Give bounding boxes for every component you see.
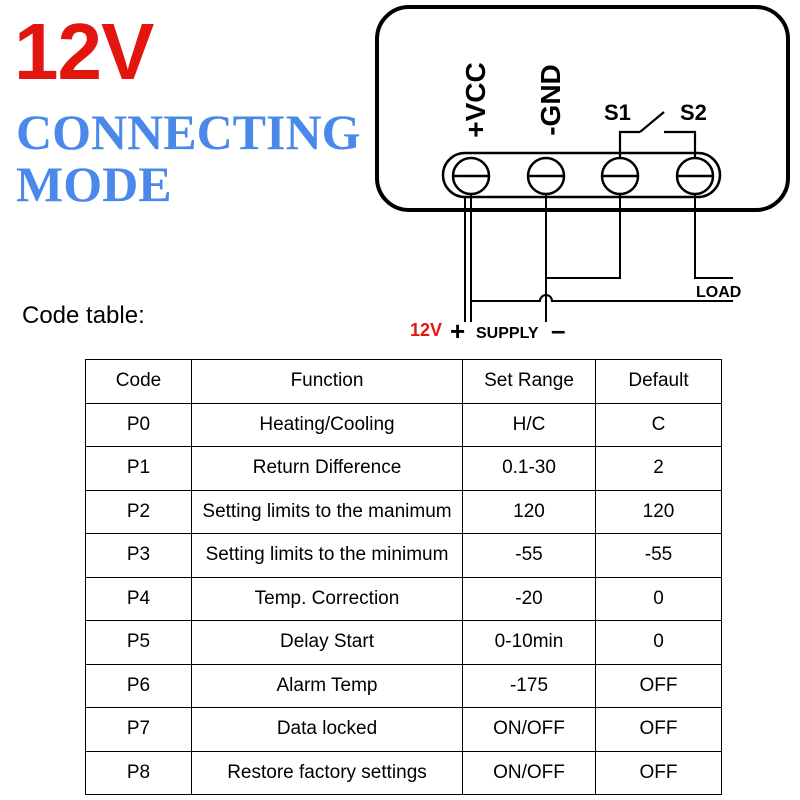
terminal-block (441, 151, 722, 199)
terminal-label-vcc: +VCC (460, 62, 491, 137)
terminal-screw-s1 (600, 156, 640, 196)
set-range-cell: H/C (462, 402, 596, 447)
load-label: LOAD (696, 284, 741, 301)
relay-switch-symbol (618, 111, 697, 158)
default-cell: 2 (595, 446, 722, 491)
code-cell: P6 (85, 663, 192, 708)
function-cell: Delay Start (191, 620, 463, 665)
set-range-cell: ON/OFF (462, 707, 596, 752)
set-range-cell: -175 (462, 663, 596, 708)
function-cell: Alarm Temp (191, 663, 463, 708)
set-range-cell: 0-10min (462, 620, 596, 665)
code-cell: P5 (85, 620, 192, 665)
default-cell: OFF (595, 707, 722, 752)
terminal-label-s1: S1 (604, 100, 631, 125)
wiring-diagram: +VCC -GND S1 S2 LOAD 12V + SUPPLY – (375, 5, 790, 346)
terminal-screw-gnd (526, 156, 566, 196)
default-cell: 0 (595, 620, 722, 665)
title-line-mode: MODE (16, 156, 172, 212)
voltage-title: 12V (14, 7, 154, 96)
set-range-cell: 120 (462, 489, 596, 534)
set-range-cell: 0.1-30 (462, 446, 596, 491)
default-cell: -55 (595, 533, 722, 578)
function-cell: Return Difference (191, 446, 463, 491)
function-cell: Restore factory settings (191, 750, 463, 795)
code-cell: P7 (85, 707, 192, 752)
supply-wires (464, 194, 733, 322)
code-cell: P8 (85, 750, 192, 795)
code-cell: P2 (85, 489, 192, 534)
connecting-mode-title: CONNECTING MODE (16, 106, 360, 210)
supply-minus-sign: – (551, 315, 565, 345)
supply-voltage-label: 12V (410, 320, 442, 340)
header-function: Function (191, 359, 463, 404)
default-cell: C (595, 402, 722, 447)
code-cell: P4 (85, 576, 192, 621)
code-table-label: Code table: (22, 302, 145, 329)
terminal-label-gnd: -GND (535, 64, 566, 136)
function-cell: Heating/Cooling (191, 402, 463, 447)
function-cell: Setting limits to the manimum (191, 489, 463, 534)
set-range-cell: -20 (462, 576, 596, 621)
supply-label: SUPPLY (476, 325, 539, 342)
header-code: Code (85, 359, 192, 404)
header-set-range: Set Range (462, 359, 596, 404)
default-cell: 120 (595, 489, 722, 534)
title-line-connecting: CONNECTING (16, 104, 361, 160)
set-range-cell: -55 (462, 533, 596, 578)
function-cell: Temp. Correction (191, 576, 463, 621)
supply-plus-sign: + (450, 316, 465, 346)
function-cell: Setting limits to the minimum (191, 533, 463, 578)
function-cell: Data locked (191, 707, 463, 752)
code-cell: P1 (85, 446, 192, 491)
terminal-label-s2: S2 (680, 100, 707, 125)
set-range-cell: ON/OFF (462, 750, 596, 795)
default-cell: OFF (595, 750, 722, 795)
code-cell: P3 (85, 533, 192, 578)
header-default: Default (595, 359, 722, 404)
table-header-row: Code Function Set Range Default (85, 359, 722, 404)
code-cell: P0 (85, 402, 192, 447)
default-cell: OFF (595, 663, 722, 708)
terminal-screw-vcc (451, 156, 491, 196)
default-cell: 0 (595, 576, 722, 621)
terminal-screw-s2 (675, 156, 715, 196)
